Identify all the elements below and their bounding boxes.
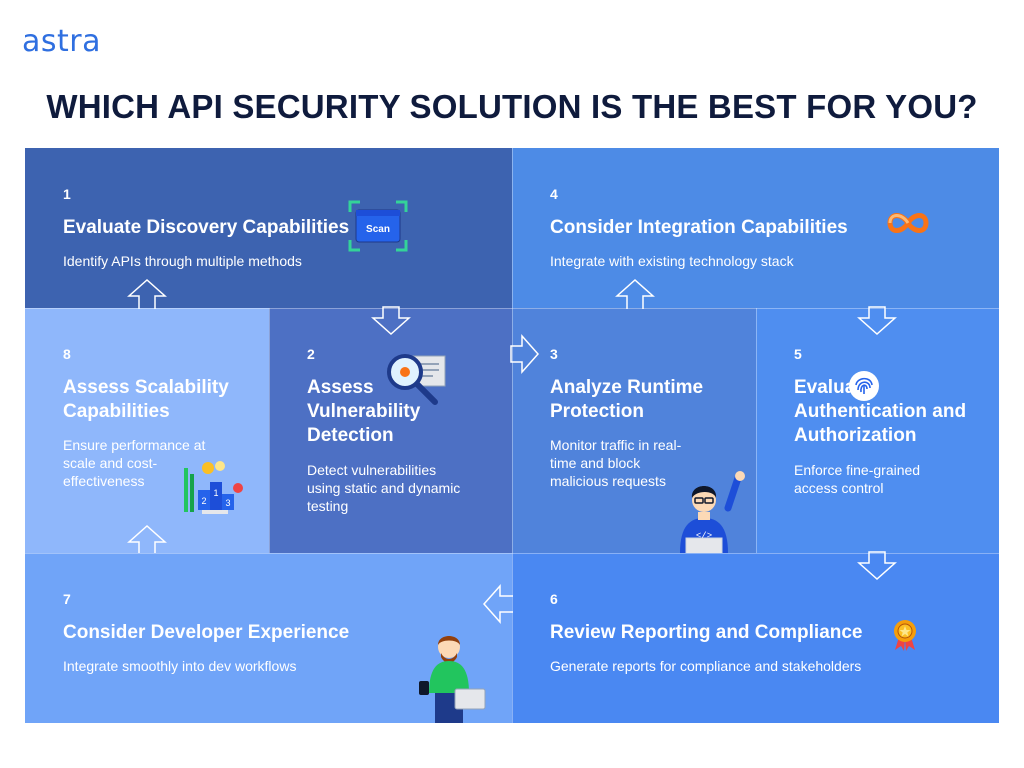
step-description: Identify APIs through multiple methods (63, 253, 302, 269)
step-number: 1 (63, 186, 71, 202)
step-description: Monitor traffic in real-time and block m… (550, 437, 682, 489)
step-number: 4 (550, 186, 558, 202)
step-description: Detect vulnerabilities using static and … (307, 462, 461, 514)
step-number: 5 (794, 346, 802, 362)
step-heading: Consider Integration Capabilities (550, 217, 848, 238)
svg-text:2: 2 (201, 496, 206, 506)
grid-divider (756, 308, 757, 553)
grid-divider (512, 148, 513, 723)
step-6-card: 6 Review Reporting and Compliance Genera… (512, 553, 999, 723)
arrow-down-icon (371, 306, 411, 336)
step-number: 8 (63, 346, 71, 362)
developer-waving-illustration: </> (672, 468, 756, 553)
grid-divider (269, 308, 270, 553)
step-description: Integrate smoothly into dev workflows (63, 658, 297, 674)
step-7-card: 7 Consider Developer Experience Integrat… (25, 553, 512, 723)
grid-divider (25, 308, 999, 309)
step-4-card: 4 Consider Integration Capabilities Inte… (512, 148, 999, 308)
arrow-up-icon (127, 524, 167, 553)
step-number: 7 (63, 591, 71, 607)
fingerprint-icon (848, 370, 880, 407)
grid-divider (25, 553, 999, 554)
step-number: 2 (307, 346, 315, 362)
step-heading: Assess Vulnerability Detection (307, 377, 421, 446)
step-1-card: 1 Evaluate Discovery Capabilities Identi… (25, 148, 512, 308)
step-description: Generate reports for compliance and stak… (550, 658, 862, 674)
arrow-up-icon (127, 278, 167, 309)
step-heading: Analyze Runtime Protection (550, 377, 704, 422)
step-heading: Review Reporting and Compliance (550, 622, 863, 643)
arrow-left-icon (482, 584, 513, 624)
step-description: Integrate with existing technology stack (550, 253, 794, 269)
step-2-card: 2 Assess Vulnerability Detection Detect … (269, 308, 512, 553)
page-title: WHICH API SECURITY SOLUTION IS THE BEST … (46, 88, 978, 125)
steps-grid: 1 Evaluate Discovery Capabilities Identi… (25, 148, 999, 723)
svg-text:3: 3 (225, 498, 230, 508)
svg-text:1: 1 (213, 488, 218, 498)
developer-laptop-illustration (419, 631, 489, 723)
step-heading: Evaluate Discovery Capabilities (63, 217, 350, 238)
step-number: 6 (550, 591, 558, 607)
step-8-card: 8 Assess Scalability Capabilities Ensure… (25, 308, 269, 553)
step-number: 3 (550, 346, 558, 362)
step-description: Enforce fine-grained access control (794, 462, 921, 496)
step-heading: Assess Scalability Capabilities (63, 377, 229, 422)
step-heading: Evaluate Authentication and Authorizatio… (794, 377, 967, 446)
step-description: Ensure performance at scale and cost-eff… (63, 437, 206, 489)
astra-logo: astra (22, 24, 101, 59)
magnifier-bug-icon (383, 350, 449, 417)
arrow-right-icon (510, 334, 540, 374)
scan-icon-label: Scan (366, 224, 390, 235)
step-heading: Consider Developer Experience (63, 622, 350, 643)
step-5-card: 5 Evaluate Authentication and Authorizat… (756, 308, 999, 553)
scan-icon: Scan (348, 200, 408, 257)
podium-scale-icon: 2 1 3 (180, 460, 244, 521)
arrow-down-icon (857, 551, 897, 581)
arrow-down-icon (857, 306, 897, 336)
step-3-card: 3 Analyze Runtime Protection Monitor tra… (512, 308, 756, 553)
svg-text:</>: </> (696, 531, 712, 541)
infinity-icon (884, 210, 932, 241)
award-badge-icon (892, 619, 918, 656)
arrow-up-icon (615, 278, 655, 309)
